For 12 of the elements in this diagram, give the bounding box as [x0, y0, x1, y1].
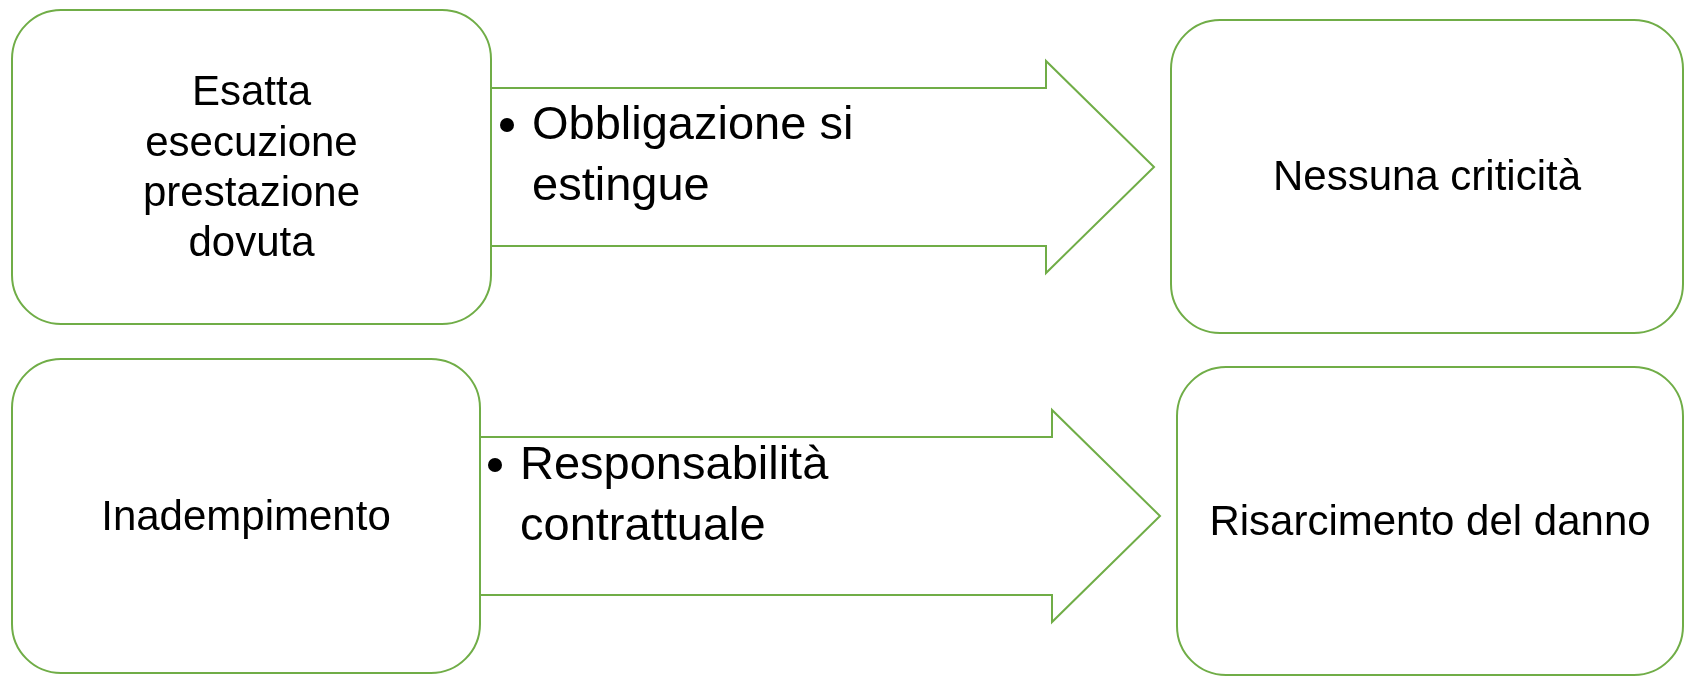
rounded-box	[1176, 366, 1684, 676]
rounded-box	[1170, 19, 1684, 334]
edge-label: Obbligazione si estingue	[532, 95, 855, 213]
box-label: Nessuna criticità	[1272, 151, 1582, 202]
rounded-box	[11, 9, 492, 325]
edge-label: Responsabilità contrattuale	[520, 435, 830, 553]
box-label: Esatta esecuzione prestazione dovuta	[141, 66, 362, 268]
block-arrow	[480, 407, 1162, 625]
block-arrow	[491, 58, 1156, 276]
box-label: Inadempimento	[101, 490, 391, 541]
box-label: Risarcimento del danno	[1209, 495, 1651, 546]
rounded-box	[11, 358, 481, 674]
